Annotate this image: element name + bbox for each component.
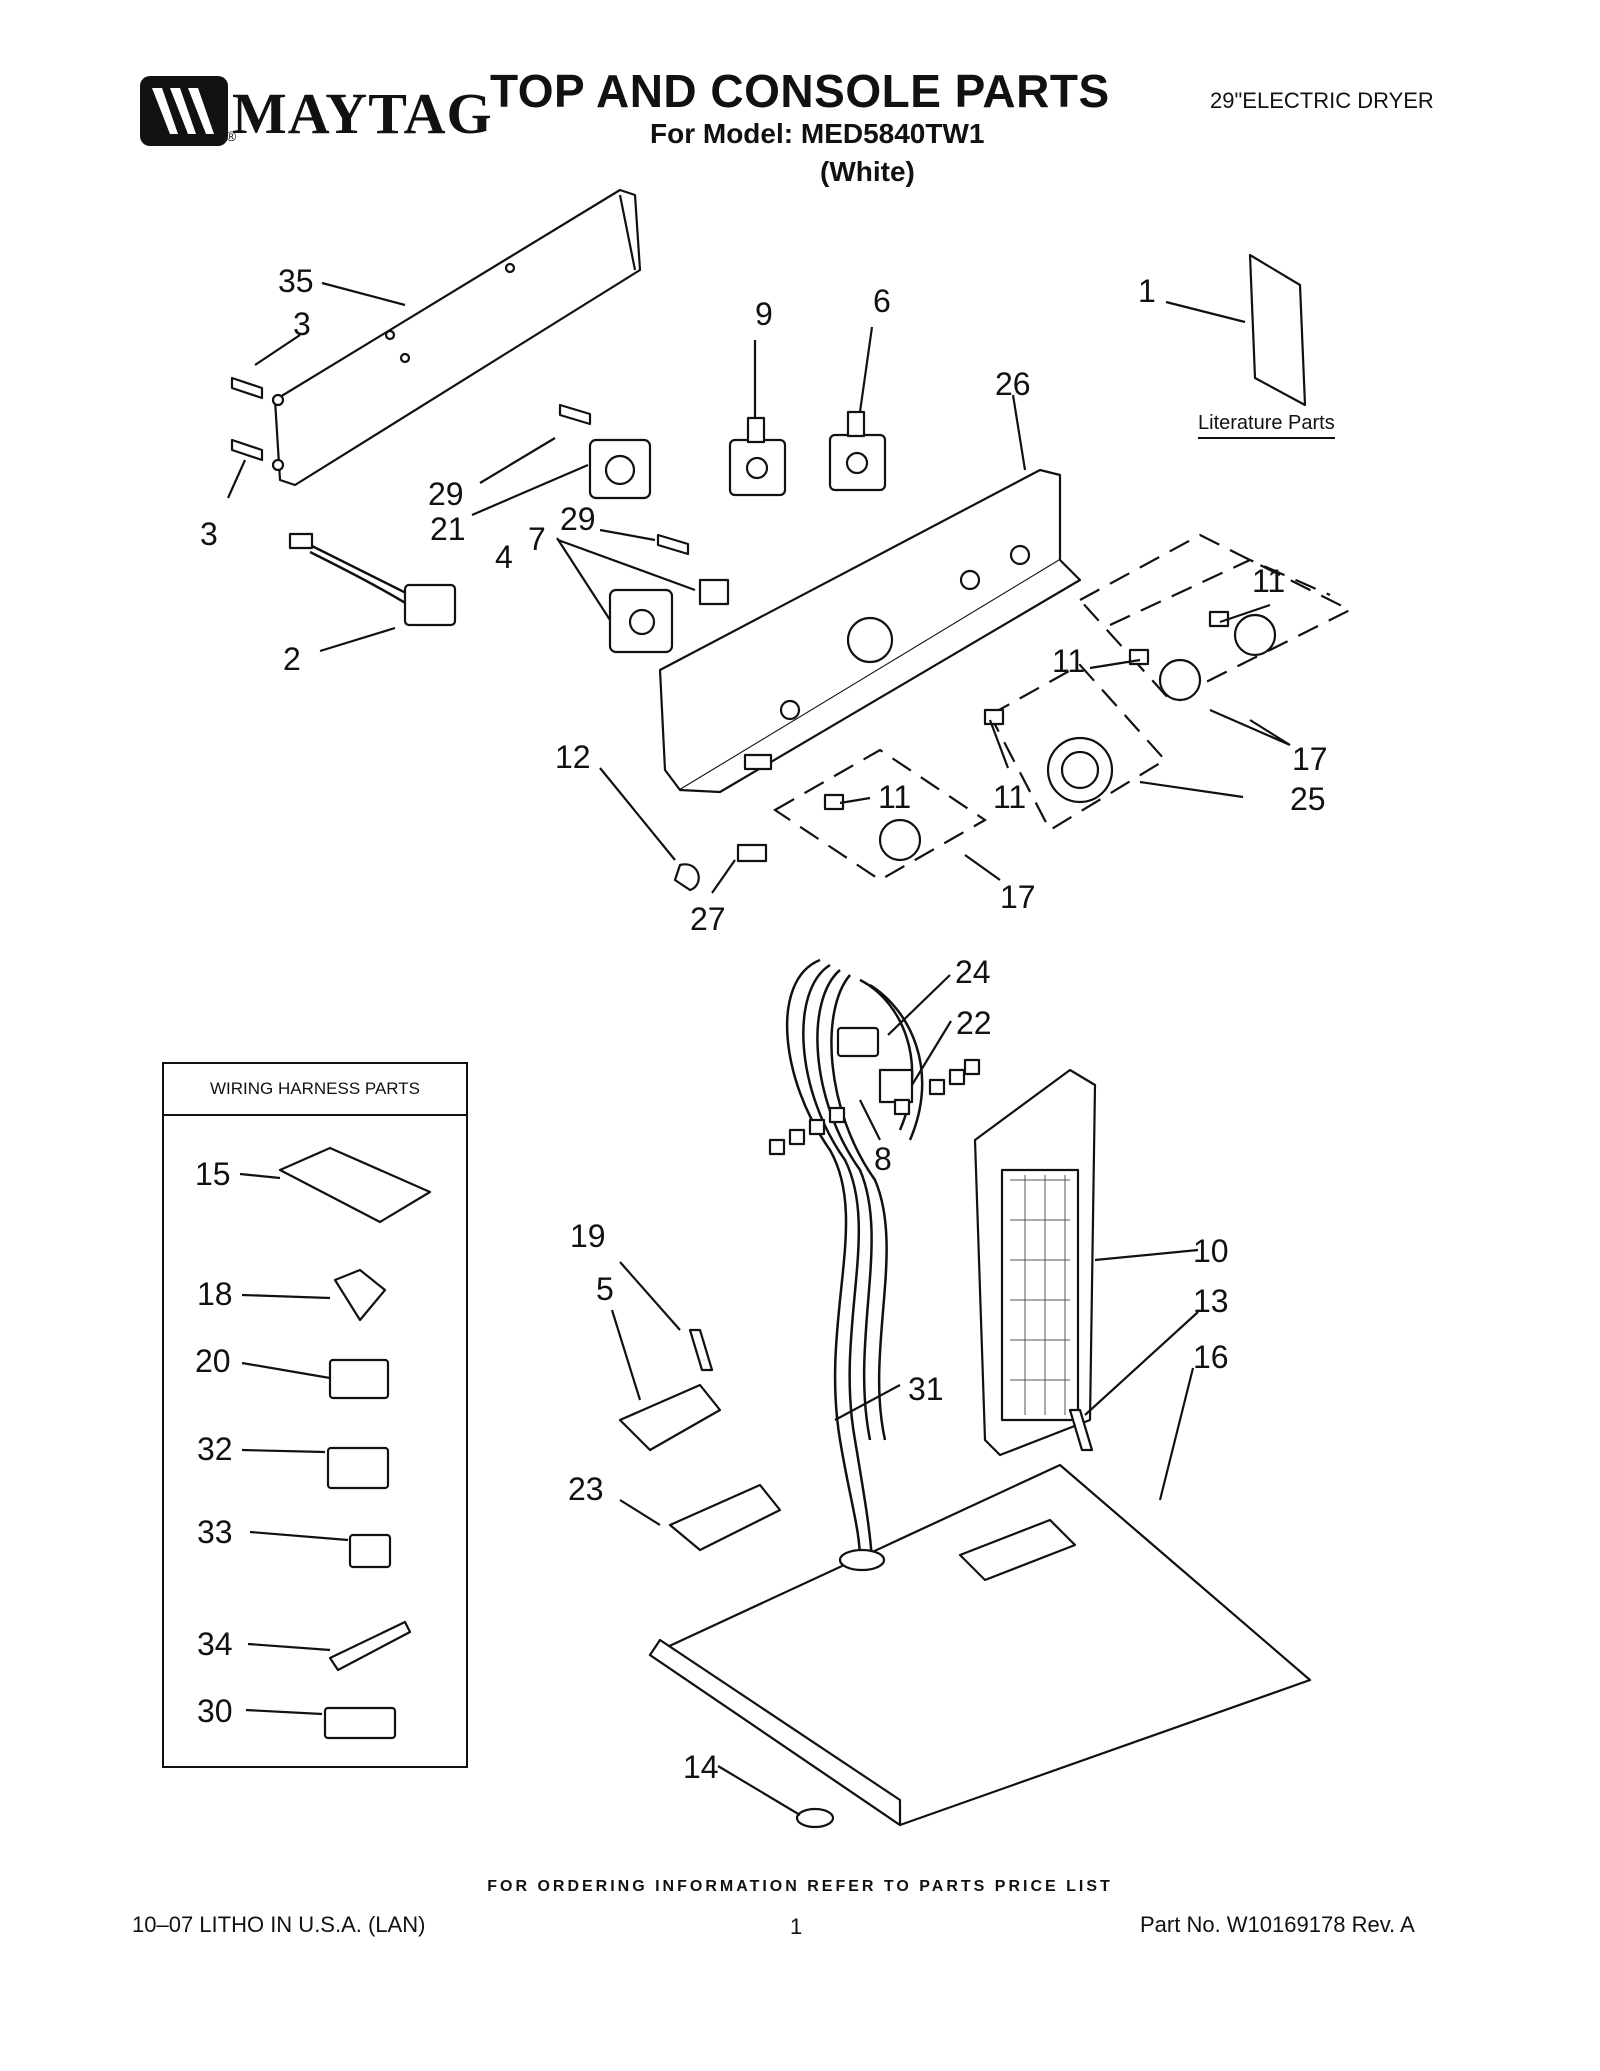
harness-callout-32: 32	[197, 1431, 233, 1467]
console-label	[736, 843, 768, 863]
callout-25: 25	[1290, 781, 1326, 817]
callout-3-lower: 3	[200, 516, 218, 552]
page-title: TOP AND CONSOLE PARTS	[490, 65, 1110, 117]
timer	[588, 438, 652, 500]
callout-9: 9	[755, 296, 773, 332]
lint-screen	[973, 1068, 1097, 1457]
callout-19: 19	[570, 1218, 606, 1254]
timer-knob-group-25	[983, 663, 1167, 832]
product-type: 29"ELECTRIC DRYER	[1210, 88, 1434, 113]
callout-1: 1	[1138, 273, 1156, 309]
foot-14	[795, 1807, 835, 1829]
bracket-5	[618, 1383, 722, 1452]
harness-callout-34: 34	[197, 1626, 233, 1662]
callout-10: 10	[1193, 1233, 1229, 1269]
callout-11-c: 11	[993, 779, 1026, 815]
selector-switch	[608, 588, 674, 654]
callout-3-upper: 3	[293, 306, 311, 342]
wiring-harness-title: WIRING HARNESS PARTS	[162, 1062, 468, 1116]
callout-6: 6	[873, 283, 891, 319]
harness-part-33	[348, 1533, 392, 1569]
callout-17-lower: 17	[1000, 879, 1036, 915]
callout-11-d: 11	[878, 779, 911, 815]
bracket-23	[668, 1483, 782, 1552]
part-number: Part No. W10169178 Rev. A	[1140, 1912, 1415, 1937]
signal-light	[698, 578, 730, 606]
callout-14: 14	[683, 1749, 719, 1785]
leader-lines	[226, 281, 1291, 1816]
screw-3-lower	[230, 438, 264, 462]
callout-35: 35	[278, 263, 314, 299]
callout-7: 7	[528, 521, 546, 557]
callout-16: 16	[1193, 1339, 1229, 1375]
callout-17-upper: 17	[1292, 741, 1328, 777]
terminal-block-22	[878, 1068, 914, 1104]
rear-console-bracket	[271, 188, 642, 487]
callout-numbers: 1 2 3 3 4 5 6 7 8 9 10 11 11 11 11 12 13…	[200, 263, 1328, 1785]
model-number: For Model: MED5840TW1	[650, 118, 985, 149]
callout-2: 2	[283, 641, 301, 677]
harness-callout-20: 20	[195, 1343, 231, 1379]
litho-info: 10–07 LITHO IN U.S.A. (LAN)	[132, 1912, 426, 1937]
page-number: 1	[790, 1914, 803, 1939]
registered-mark: ®	[226, 128, 237, 144]
callout-21: 21	[430, 511, 466, 547]
callout-22: 22	[956, 1005, 992, 1041]
control-console	[658, 468, 1082, 794]
harness-callout-15: 15	[195, 1156, 231, 1192]
literature-booklet	[1248, 253, 1307, 407]
harness-plug	[288, 532, 457, 627]
callout-31: 31	[908, 1371, 944, 1407]
screw-19	[688, 1328, 714, 1372]
callout-11-b: 11	[1052, 643, 1085, 679]
knob-group-17-upper	[1078, 533, 1353, 702]
wire-clip	[673, 863, 700, 892]
wiring-harness-box	[162, 1062, 468, 1768]
callout-27: 27	[690, 901, 726, 937]
harness-connector-24	[836, 1026, 880, 1058]
callout-29-upper: 29	[428, 476, 464, 512]
callout-4: 4	[495, 539, 513, 575]
harness-part-15	[278, 1146, 432, 1224]
callout-11-a: 11	[1252, 563, 1285, 599]
harness-part-34	[328, 1620, 412, 1672]
maytag-logo-icon	[140, 76, 228, 146]
screw-29-upper	[558, 403, 592, 426]
callout-26: 26	[995, 366, 1031, 402]
switch-9	[728, 416, 787, 497]
callout-8: 8	[874, 1141, 892, 1177]
callout-13: 13	[1193, 1283, 1229, 1319]
harness-part-32	[326, 1446, 390, 1490]
callout-29-lower: 29	[560, 501, 596, 537]
switch-6	[828, 410, 887, 492]
screw-3-upper	[230, 376, 264, 400]
harness-callout-33: 33	[197, 1514, 233, 1550]
callout-24: 24	[955, 954, 991, 990]
harness-terminals-8	[768, 1058, 981, 1156]
model-color: (White)	[820, 156, 915, 187]
harness-callout-18: 18	[197, 1276, 233, 1312]
brand-name: MAYTAG	[232, 81, 493, 146]
screw-13	[1068, 1408, 1094, 1452]
harness-part-30	[323, 1706, 397, 1740]
harness-callout-30: 30	[197, 1693, 233, 1729]
literature-parts-label: Literature Parts	[1198, 412, 1335, 439]
dryer-top-panel	[648, 1463, 1312, 1827]
screw-29-lower	[656, 533, 690, 556]
knob-group-17-lower	[772, 748, 988, 882]
harness-part-20	[328, 1358, 390, 1400]
ordering-note: FOR ORDERING INFORMATION REFER TO PARTS …	[487, 1878, 1113, 1895]
harness-part-18	[333, 1268, 387, 1322]
callout-5: 5	[596, 1271, 614, 1307]
callout-12: 12	[555, 739, 591, 775]
callout-23: 23	[568, 1471, 604, 1507]
